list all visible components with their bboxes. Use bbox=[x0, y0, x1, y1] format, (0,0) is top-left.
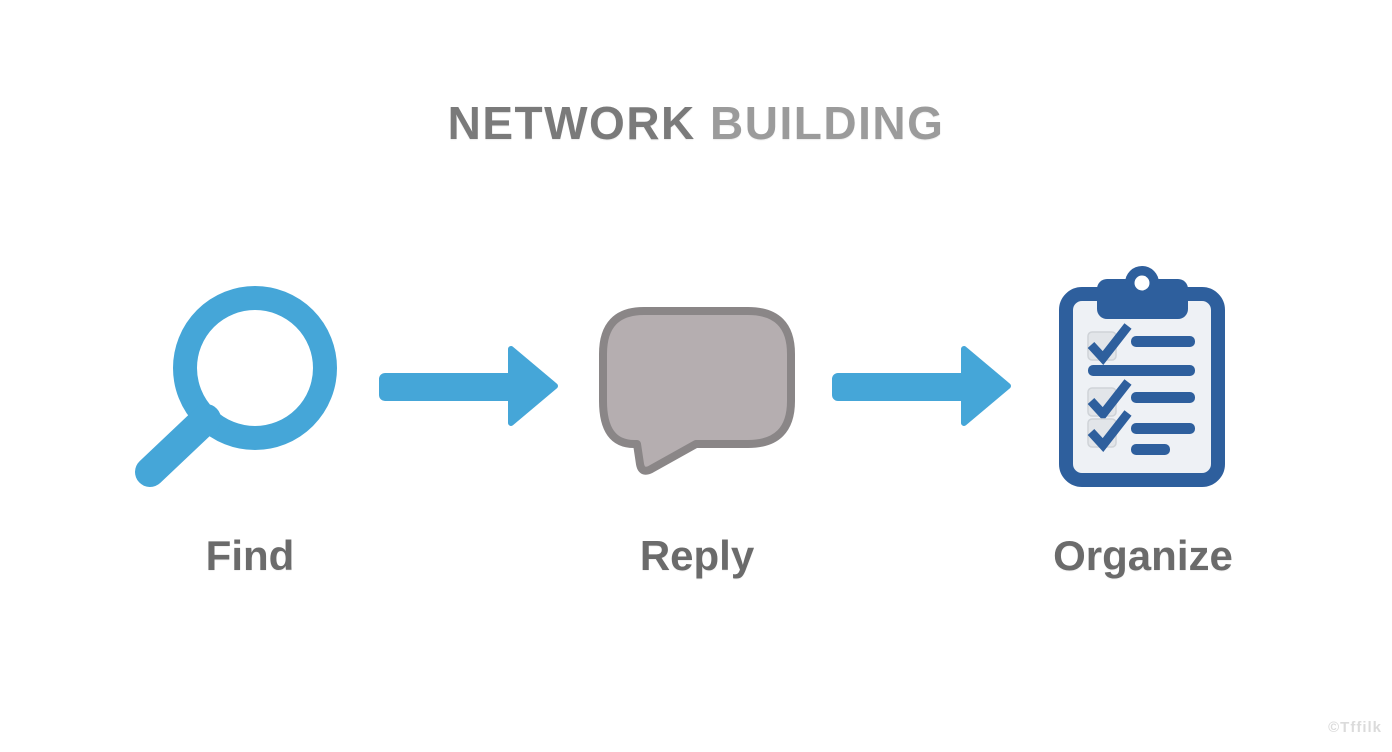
right-arrow-icon bbox=[832, 346, 1011, 426]
watermark-text: ©Tffilk bbox=[1328, 719, 1382, 736]
step-label-reply: Reply bbox=[639, 532, 755, 579]
title-word-network: NETWORK bbox=[447, 97, 696, 149]
page-title: NETWORK BUILDING bbox=[0, 96, 1392, 150]
step-label-find: Find bbox=[205, 532, 295, 579]
right-arrow-icon bbox=[379, 346, 558, 426]
title-word-building: BUILDING bbox=[710, 97, 945, 149]
speech-bubble-icon bbox=[599, 307, 795, 475]
step-label-organize: Organize bbox=[1053, 532, 1233, 579]
clipboard-checklist-icon bbox=[1059, 266, 1225, 487]
magnifier-icon bbox=[135, 286, 337, 487]
